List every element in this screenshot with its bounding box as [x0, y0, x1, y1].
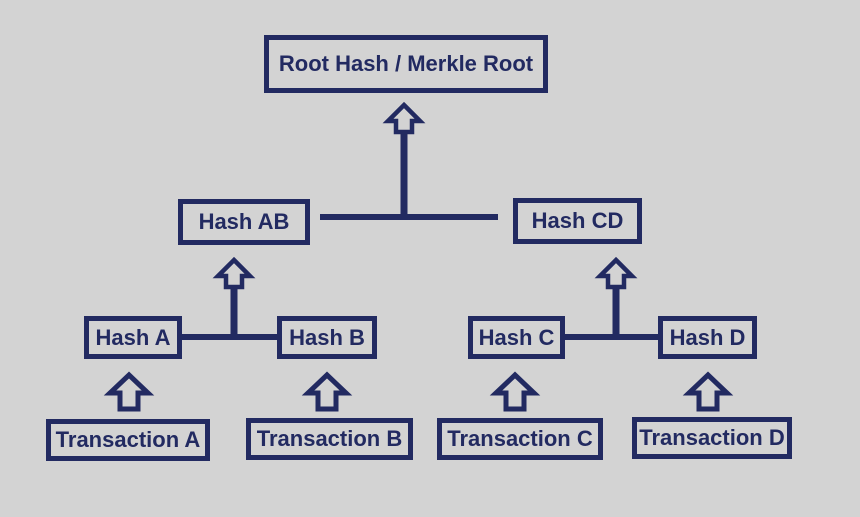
node-root-hash: Root Hash / Merkle Root: [264, 35, 548, 93]
node-hash-ab: Hash AB: [178, 199, 310, 245]
node-transaction-d: Transaction D: [632, 417, 792, 459]
up-arrow-to-root-icon: [382, 101, 426, 220]
up-arrow-transaction-a-icon: [103, 371, 155, 412]
node-hash-cd: Hash CD: [513, 198, 642, 244]
node-hash-d: Hash D: [658, 316, 757, 359]
node-hash-b: Hash B: [277, 316, 377, 359]
connector-hash-ab-hash-cd: [320, 214, 498, 220]
node-hash-c: Hash C: [468, 316, 565, 359]
up-arrow-to-hash-cd-icon: [594, 256, 638, 340]
node-transaction-c: Transaction C: [437, 418, 603, 460]
up-arrow-transaction-b-icon: [301, 371, 353, 412]
up-arrow-transaction-d-icon: [682, 371, 734, 412]
node-transaction-a: Transaction A: [46, 419, 210, 461]
node-transaction-b: Transaction B: [246, 418, 413, 460]
node-hash-a: Hash A: [84, 316, 182, 359]
up-arrow-to-hash-ab-icon: [212, 256, 256, 340]
connector-hash-c-hash-d: [565, 334, 658, 340]
up-arrow-transaction-c-icon: [489, 371, 541, 412]
connector-hash-a-hash-b: [182, 334, 277, 340]
